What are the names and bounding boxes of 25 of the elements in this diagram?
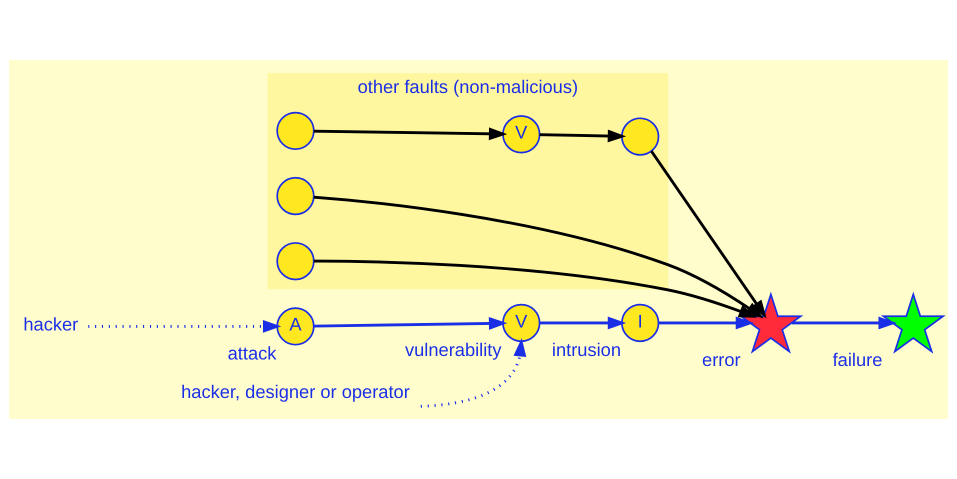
arrow: [88, 320, 282, 333]
arrow: [314, 317, 508, 330]
arrow: [420, 338, 526, 408]
node-circle: [621, 117, 660, 156]
node-label: vulnerability: [404, 338, 502, 360]
node-label: error: [702, 349, 741, 370]
node-text: hacker: [23, 314, 78, 335]
node-circle: V: [502, 304, 540, 342]
node-circle: [276, 242, 315, 280]
arrow: [658, 316, 754, 330]
node-label: attack: [228, 342, 276, 364]
node-circle: [276, 112, 315, 150]
node-star: [880, 292, 946, 354]
node-text: hacker, designer or operator: [181, 381, 410, 402]
arrow: [314, 127, 508, 140]
arrow: [540, 130, 626, 142]
node-circle: A: [276, 307, 315, 346]
arrow: [314, 260, 758, 318]
node-label: intrusion: [552, 338, 622, 360]
node-circle: I: [621, 304, 660, 342]
node-label: failure: [832, 349, 882, 370]
arrow: [792, 316, 897, 330]
arrow: [540, 316, 626, 330]
node-circle: V: [502, 115, 540, 154]
node-circle: [276, 176, 315, 216]
